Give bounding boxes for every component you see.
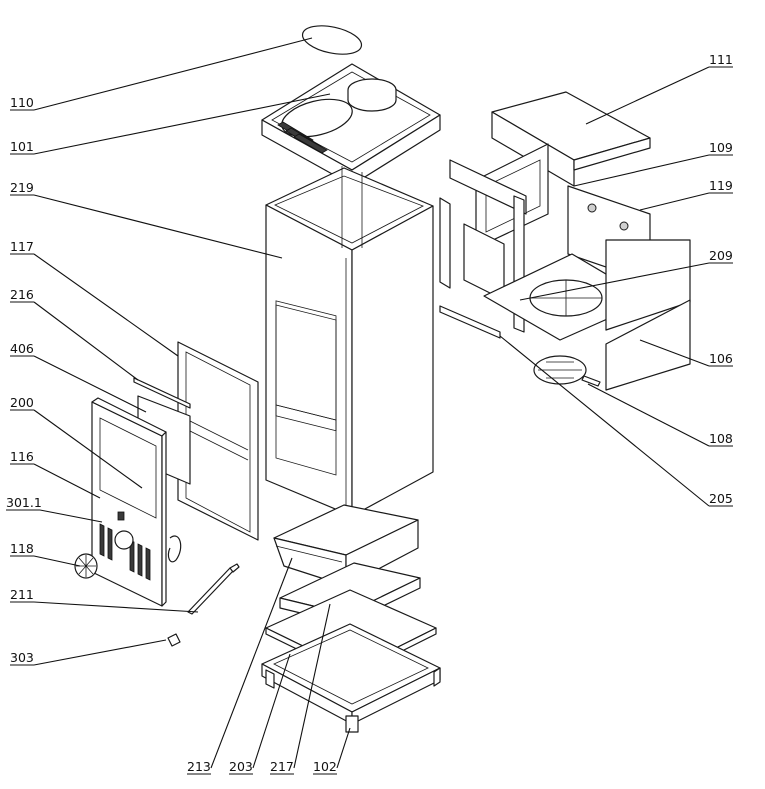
part-106-side-brick: [605, 239, 691, 391]
part-216-rod: [133, 377, 191, 409]
callout-116: 116: [10, 449, 34, 464]
callout-118: 118: [10, 541, 34, 556]
callout-109: 109: [709, 140, 733, 155]
callout-108: 108: [709, 431, 733, 446]
callout-106: 106: [709, 351, 733, 366]
callout-211: 211: [10, 587, 34, 602]
leader-lines: [33, 37, 710, 769]
callout-203: 203: [229, 759, 253, 774]
callout-117: 117: [10, 239, 34, 254]
callout-219: 219: [10, 180, 34, 195]
part-102-base: [261, 623, 441, 733]
part-101-top-plate: [261, 63, 441, 186]
part-117-door-frame: [177, 341, 259, 541]
callout-406: 406: [10, 341, 34, 356]
callout-303: 303: [10, 650, 34, 665]
callout-301-1: 301.1: [6, 495, 42, 510]
callout-205: 205: [709, 491, 733, 506]
callout-209: 209: [709, 248, 733, 263]
part-303-knob: [167, 633, 181, 647]
part-left-panel: [439, 159, 527, 333]
callout-111: 111: [709, 52, 733, 67]
grille-slots: [99, 523, 151, 581]
callout-110: 110: [10, 95, 34, 110]
part-118-air-spinner: [74, 553, 98, 579]
callout-213: 213: [187, 759, 211, 774]
part-200-front-door: [91, 397, 167, 607]
part-219-body: [265, 166, 434, 517]
part-108-bar: [439, 305, 501, 339]
part-205-grate: [533, 355, 601, 387]
part-211-rod: [187, 563, 240, 615]
part-116-handle: [167, 535, 182, 563]
callout-119: 119: [709, 178, 733, 193]
callout-216: 216: [10, 287, 34, 302]
callout-102: 102: [313, 759, 337, 774]
vent-slots: [277, 121, 328, 154]
part-110-top-cover: [301, 25, 363, 55]
callout-200: 200: [10, 395, 34, 410]
callout-labels: 110 101 219 117 216 406 200 116 301.1 11…: [6, 52, 733, 775]
callout-217: 217: [270, 759, 294, 774]
part-111-baffle: [491, 91, 651, 187]
callout-101: 101: [10, 139, 34, 154]
